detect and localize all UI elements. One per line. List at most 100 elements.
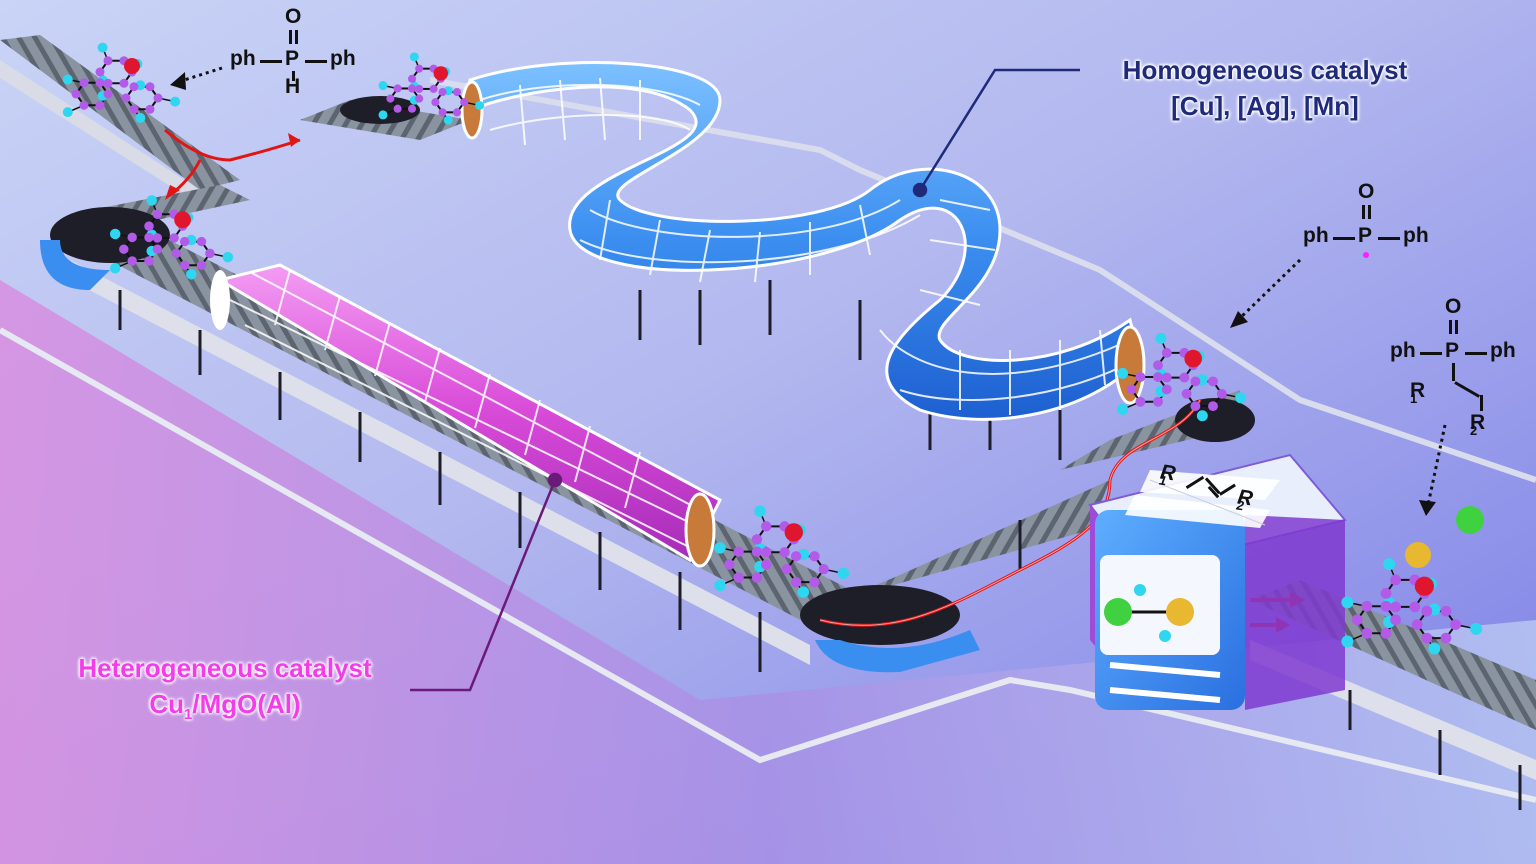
carbon-atom [386, 94, 395, 103]
carbon-atom [127, 232, 137, 243]
carbon-atom [761, 521, 772, 532]
carbon-atom [415, 84, 424, 93]
carbon-atom [407, 104, 417, 113]
carbon-atom [171, 248, 182, 259]
green-atom [1456, 506, 1484, 534]
carbon-atom [452, 88, 462, 97]
turn-bumper-left [40, 240, 110, 290]
hydrogen-atom [443, 115, 453, 125]
carbon-atom [103, 56, 113, 66]
carbon-atom [119, 78, 129, 88]
carbon-atom [196, 236, 207, 247]
oxygen-atom [174, 211, 192, 229]
carbon-atom [431, 98, 440, 107]
hydrogen-atom [97, 42, 108, 53]
oxygen-atom [433, 66, 448, 81]
molecule-cluster [378, 52, 485, 125]
oxygen-atom [784, 523, 803, 542]
alkene-atom [1166, 598, 1194, 626]
hydrogen-atom [1341, 596, 1354, 609]
hydrogen-atom [1155, 332, 1167, 344]
heterogeneous-title: Heterogeneous catalyst [78, 653, 372, 683]
carbon-atom [205, 248, 215, 259]
molecule-cluster [1117, 332, 1247, 422]
carbon-atom [1208, 401, 1218, 412]
carbon-atom [438, 88, 447, 97]
carbon-atom [1126, 384, 1137, 395]
hydrogen-atom [378, 110, 388, 120]
hydrogen-atom [1470, 622, 1483, 635]
molecule-cluster [62, 42, 181, 123]
dotted-arrows [177, 66, 1447, 506]
carbon-atom [196, 260, 207, 270]
carbon-atom [460, 98, 469, 107]
carbon-atom [1216, 388, 1227, 399]
carbon-atom [1390, 574, 1401, 586]
heterogeneous-label: Heterogeneous catalyst Cu1/MgO(Al) [30, 650, 420, 733]
carbon-atom [1409, 601, 1421, 613]
carbon-atom [1161, 372, 1172, 383]
hydrogen-atom [1196, 410, 1208, 422]
carbon-atom [733, 546, 744, 557]
carbon-atom [751, 546, 763, 557]
carbon-atom [79, 100, 89, 110]
carbon-atom [1411, 619, 1423, 630]
carbon-atom [438, 108, 447, 117]
hydrogen-atom [837, 567, 850, 580]
carbon-atom [1421, 605, 1433, 617]
hydrogen-atom [62, 107, 73, 118]
hydrogen-atom [378, 81, 388, 91]
molecules [62, 42, 1484, 655]
hydrogen-atom [1117, 403, 1129, 415]
carbon-atom [1380, 627, 1392, 639]
oxygen-atom [124, 58, 140, 74]
carbon-atom [1181, 388, 1192, 399]
carbon-atom [809, 576, 820, 588]
carbon-atom [144, 221, 154, 231]
hydrogen-atom [1341, 635, 1354, 648]
carbon-atom [95, 67, 105, 77]
carbon-atom [1440, 632, 1452, 644]
hydrogen-atom [222, 251, 234, 263]
carbon-atom [1161, 384, 1172, 395]
homogeneous-title: Homogeneous catalyst [1122, 55, 1408, 85]
carbon-atom [1135, 396, 1146, 407]
carbon-atom [179, 236, 190, 247]
homogeneous-leader [912, 68, 1080, 198]
carbon-atom [1179, 372, 1190, 383]
hydrogen-atom [1428, 642, 1441, 655]
carbon-atom [1361, 600, 1373, 612]
carbon-atom [79, 78, 89, 88]
hydrogen-atom [1235, 392, 1247, 404]
carbon-atom [1390, 601, 1401, 613]
arrowhead-3 [1419, 500, 1436, 516]
hydrogen-atom [109, 262, 121, 274]
homogeneous-label: Homogeneous catalyst [Cu], [Ag], [Mn] [1070, 52, 1460, 124]
carbon-atom [152, 209, 163, 220]
gold-atom [1405, 542, 1431, 568]
carbon-atom [103, 89, 113, 99]
carbon-atom [1380, 588, 1392, 599]
carbon-atom [393, 84, 402, 93]
molecule-cluster [1341, 506, 1484, 655]
oxygen-atom [1414, 576, 1434, 596]
carbon-atom [1380, 600, 1392, 612]
carbon-atom [1208, 376, 1218, 387]
carbon-atom [1450, 619, 1461, 630]
heterogeneous-catalyst-formula: Cu1/MgO(Al) [149, 689, 301, 724]
carbon-atom [1190, 401, 1201, 412]
carbon-atom [1135, 372, 1146, 382]
carbon-atom [761, 547, 772, 558]
hydrogen-atom [146, 195, 157, 206]
heterogeneous-leader [410, 472, 563, 692]
carbon-atom [95, 100, 105, 110]
carbon-atom [733, 572, 744, 583]
support-legs [118, 280, 1522, 810]
carbon-atom [153, 93, 163, 103]
carbon-atom [152, 233, 163, 243]
carbon-atom [145, 82, 155, 92]
hydrogen-atom [1383, 558, 1396, 571]
carbon-atom [1361, 627, 1373, 639]
